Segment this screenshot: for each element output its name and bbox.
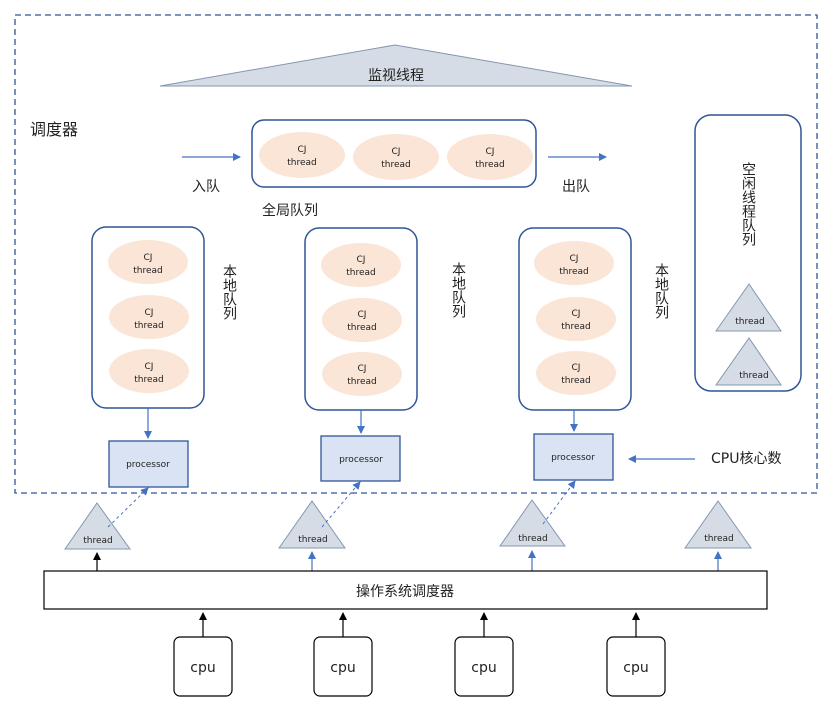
cj-thread-item	[259, 132, 345, 178]
idle-thread-label: thread	[735, 317, 765, 327]
local-queue-label: 本地队列	[450, 262, 466, 319]
cj-thread-line2: thread	[475, 160, 505, 170]
cj-thread-item	[322, 352, 402, 396]
cpus: cpu cpu cpu cpu	[173, 612, 666, 697]
enqueue-label: 入队	[192, 179, 220, 195]
local-queue-2: CJ thread CJ thread CJ thread processor	[304, 227, 418, 482]
global-queue-label: 全局队列	[262, 202, 318, 219]
cpu-core-count-label: CPU核心数	[711, 451, 781, 467]
os-thread-triangle	[684, 500, 752, 549]
cj-thread-item	[534, 241, 614, 285]
idle-thread-label: thread	[739, 371, 769, 381]
cj-thread-item	[447, 134, 533, 180]
os-thread-label: thread	[518, 534, 548, 544]
cj-thread-line1: CJ	[145, 362, 154, 372]
local-queue-label: 本地队列	[221, 264, 237, 321]
local-queue-label: 本地队列	[653, 263, 669, 320]
cj-thread-line2: thread	[134, 375, 164, 385]
cpu-label: cpu	[623, 660, 648, 676]
cpu-box	[606, 636, 666, 697]
cj-thread-line1: CJ	[357, 255, 366, 265]
cj-thread-item	[536, 297, 616, 341]
scheduler-title: 调度器	[30, 120, 78, 139]
os-thread-label: thread	[83, 536, 113, 546]
cj-thread-line2: thread	[346, 268, 376, 278]
thread-processor-link	[321, 481, 361, 528]
processor-label: processor	[551, 453, 595, 463]
cj-thread-line1: CJ	[392, 147, 401, 157]
os-threads: thread thread thread thread	[64, 499, 752, 550]
cj-thread-line2: thread	[347, 377, 377, 387]
cj-thread-line1: CJ	[298, 145, 307, 155]
cj-thread-item	[109, 295, 189, 339]
cpu-label: cpu	[330, 660, 355, 676]
os-scheduler-label: 操作系统调度器	[356, 584, 454, 600]
dequeue-label: 出队	[562, 179, 590, 195]
os-thread-triangle	[499, 499, 566, 547]
processor-label: processor	[126, 460, 170, 470]
cj-thread-line2: thread	[561, 322, 591, 332]
global-queue-items: CJ thread CJ thread CJ thread	[259, 132, 533, 180]
scheduler-boundary	[14, 14, 818, 494]
cj-thread-item	[536, 351, 616, 395]
monitor-thread-label: 监视线程	[368, 68, 424, 84]
cj-thread-line1: CJ	[358, 364, 367, 374]
idle-queue-label: 空闲线程队列	[740, 162, 756, 247]
cj-thread-line2: thread	[381, 160, 411, 170]
cj-thread-line1: CJ	[144, 253, 153, 263]
idle-thread-triangle	[715, 337, 782, 386]
cj-thread-line1: CJ	[572, 309, 581, 319]
os-thread-triangle	[64, 502, 131, 550]
cj-thread-line2: thread	[287, 158, 317, 168]
cj-thread-line1: CJ	[358, 310, 367, 320]
cj-thread-item	[321, 243, 401, 287]
os-thread-label: thread	[298, 535, 328, 545]
cj-thread-line2: thread	[134, 321, 164, 331]
thread-processor-link	[542, 480, 576, 525]
os-scheduler-box	[43, 570, 768, 610]
cj-thread-item	[322, 298, 402, 342]
cj-thread-line1: CJ	[570, 254, 579, 264]
cj-thread-line1: CJ	[572, 363, 581, 373]
processor-label: processor	[339, 455, 383, 465]
processor-box	[108, 440, 189, 488]
cj-thread-item	[353, 134, 439, 180]
cj-thread-line2: thread	[347, 323, 377, 333]
local-queue-1: CJ thread CJ thread CJ thread processor	[91, 226, 205, 488]
cpu-label: cpu	[190, 660, 215, 676]
cpu-box	[454, 636, 514, 697]
os-thread-triangle	[278, 500, 346, 549]
processor-box	[533, 433, 614, 481]
cj-thread-line2: thread	[559, 267, 589, 277]
cj-thread-item	[108, 240, 188, 284]
cpu-label: cpu	[471, 660, 496, 676]
cj-thread-line2: thread	[133, 266, 163, 276]
os-thread-label: thread	[704, 534, 734, 544]
cj-thread-line1: CJ	[145, 308, 154, 318]
processor-box	[320, 435, 401, 482]
cj-thread-line1: CJ	[486, 147, 495, 157]
cj-thread-item	[109, 349, 189, 393]
idle-thread-queue: 空闲线程队列 thread thread	[694, 114, 802, 392]
monitor-thread-shape	[159, 44, 633, 87]
cpu-box	[173, 636, 233, 697]
cj-thread-line2: thread	[561, 376, 591, 386]
idle-thread-triangle	[715, 283, 782, 332]
thread-processor-link	[107, 487, 149, 528]
cpu-box	[313, 636, 373, 697]
local-queue-3: CJ thread CJ thread CJ thread processor	[518, 227, 632, 481]
